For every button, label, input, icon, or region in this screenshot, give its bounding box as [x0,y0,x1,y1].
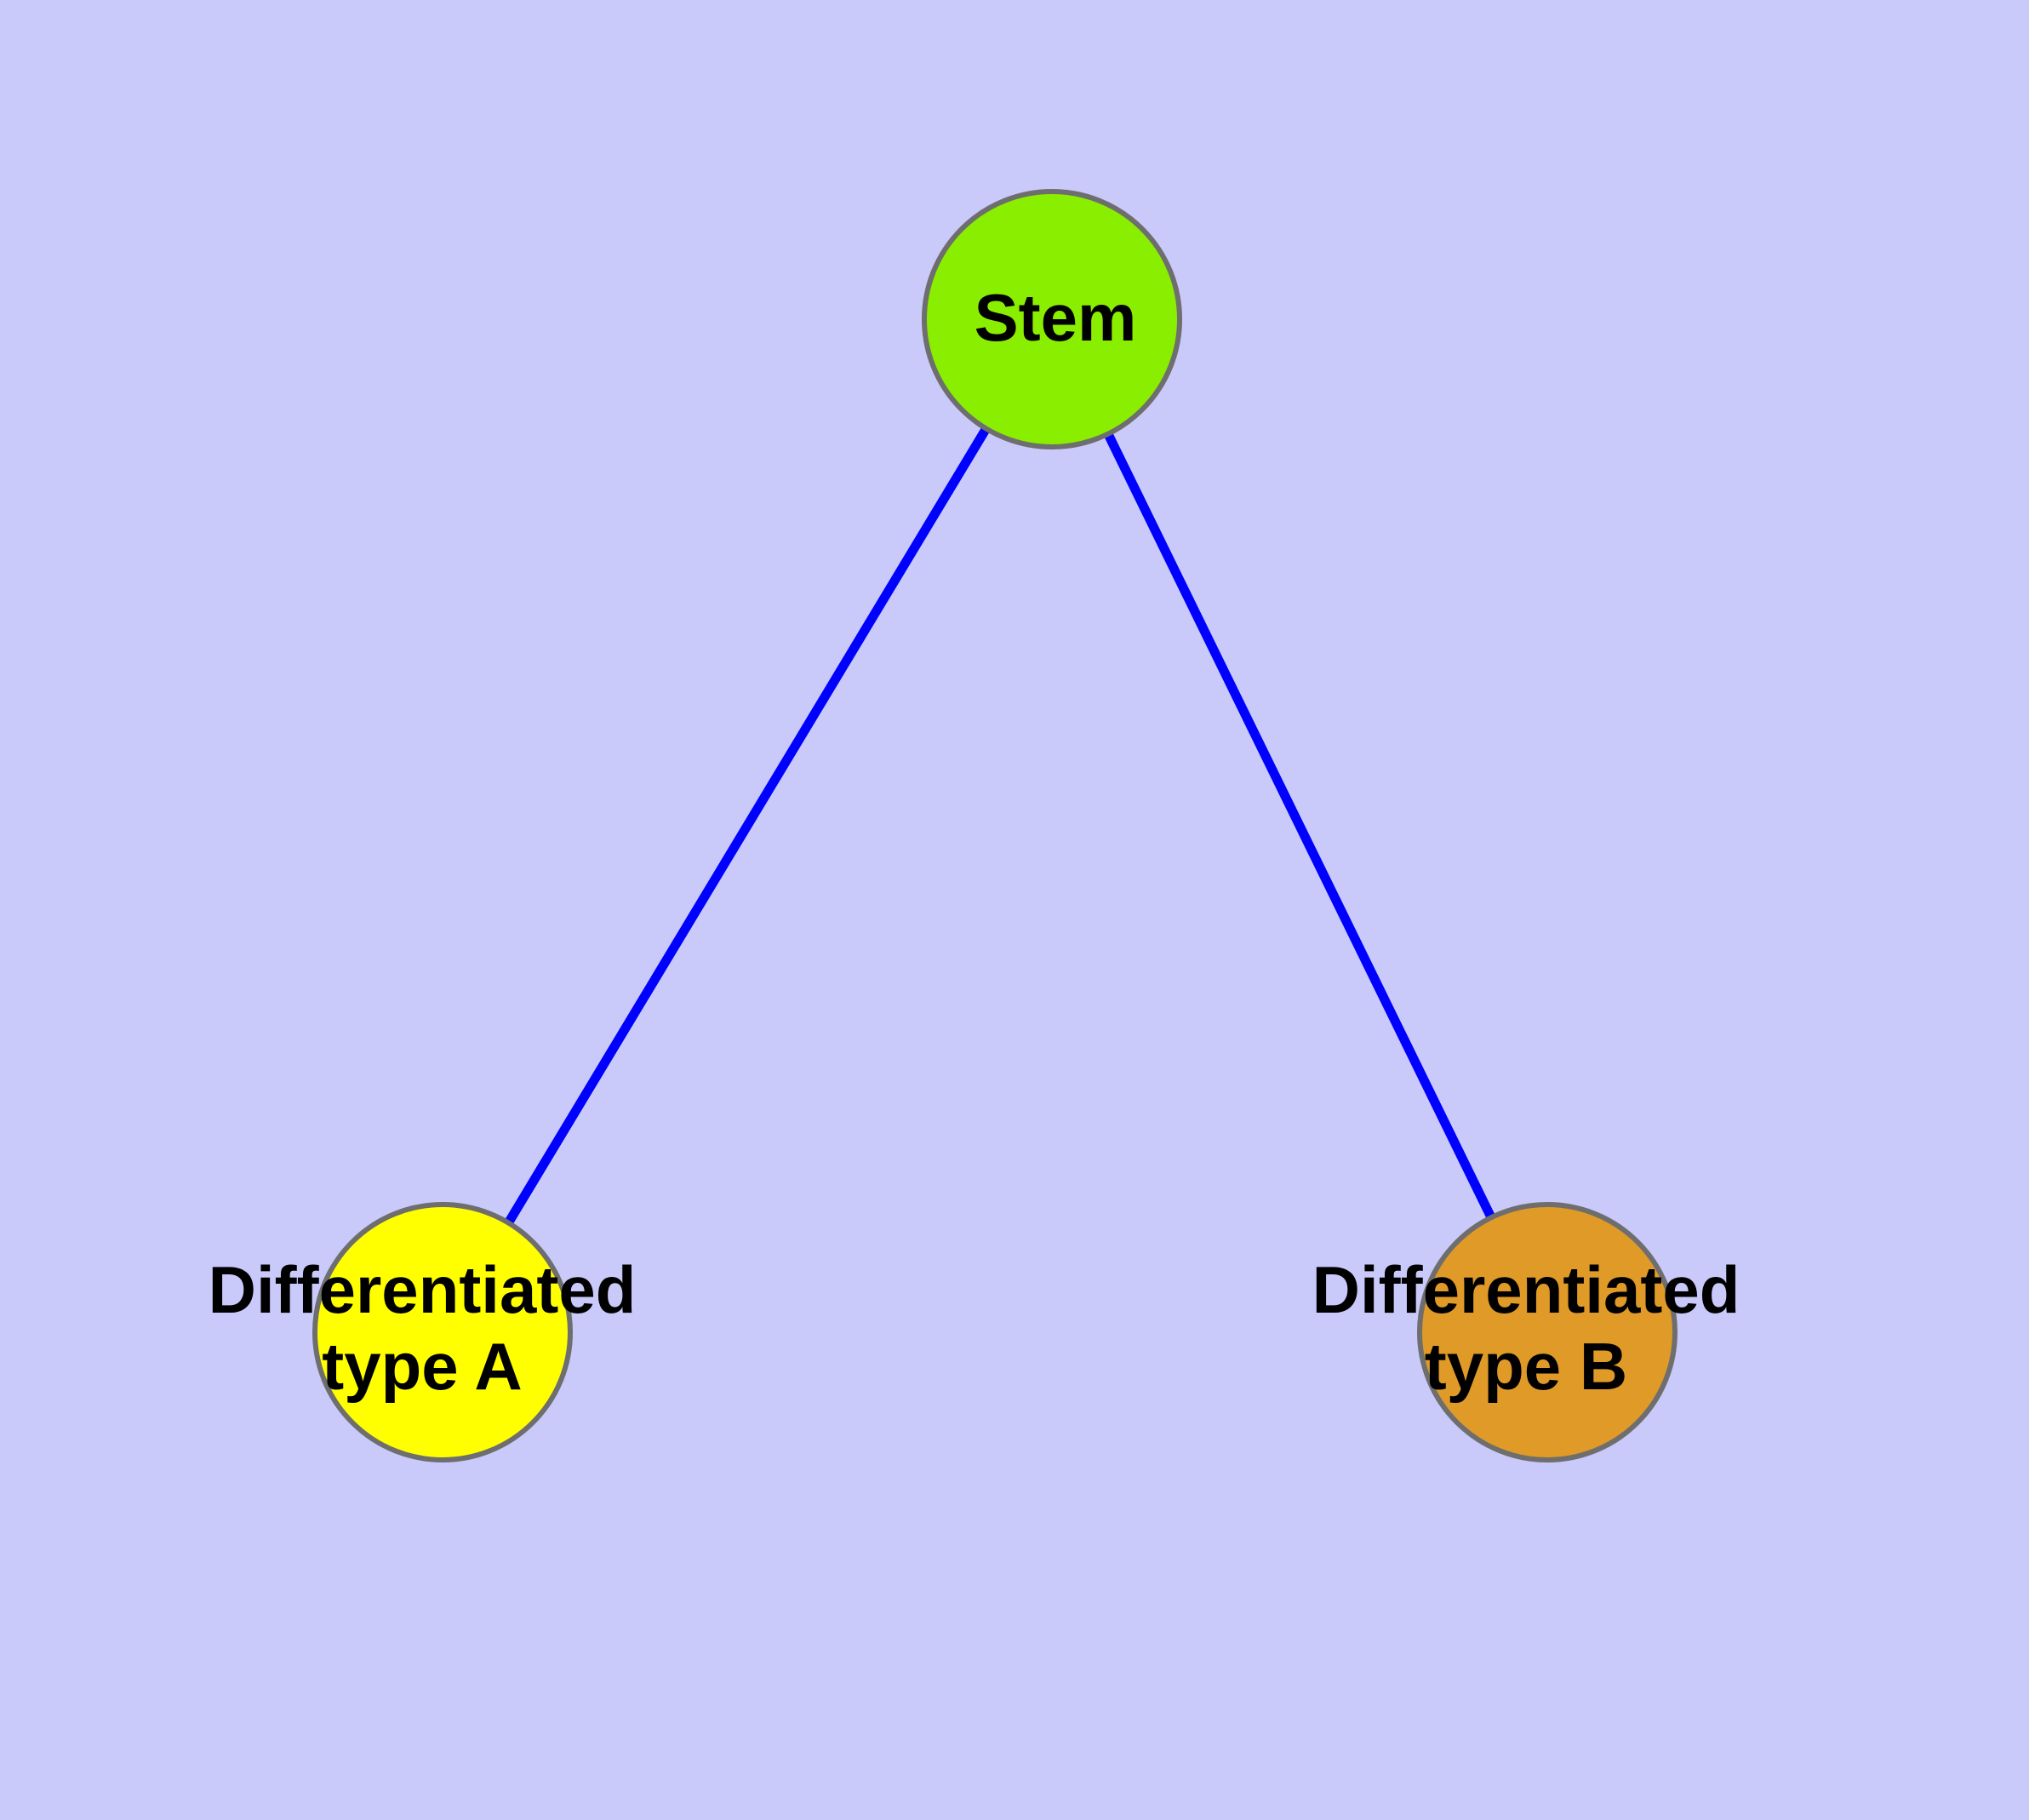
edge-stem-diff-b[interactable] [1048,317,1552,1335]
node-circle-diff-b[interactable] [1417,1202,1677,1462]
node-label-line: Differentiated [1312,1251,1740,1326]
node-circle-diff-a[interactable] [312,1202,573,1462]
node-label-line: Differentiated [209,1251,637,1326]
node-circle-stem[interactable] [922,189,1182,449]
node-label-stem: Stem [974,280,1137,355]
node-stem[interactable]: Stem [922,189,1182,449]
node-label-line: Stem [974,280,1137,355]
node-label-line: type B [1425,1329,1627,1404]
node-label-line: type A [322,1329,523,1404]
edges-layer [438,317,1552,1335]
edge-stem-diff-a[interactable] [438,317,1056,1335]
